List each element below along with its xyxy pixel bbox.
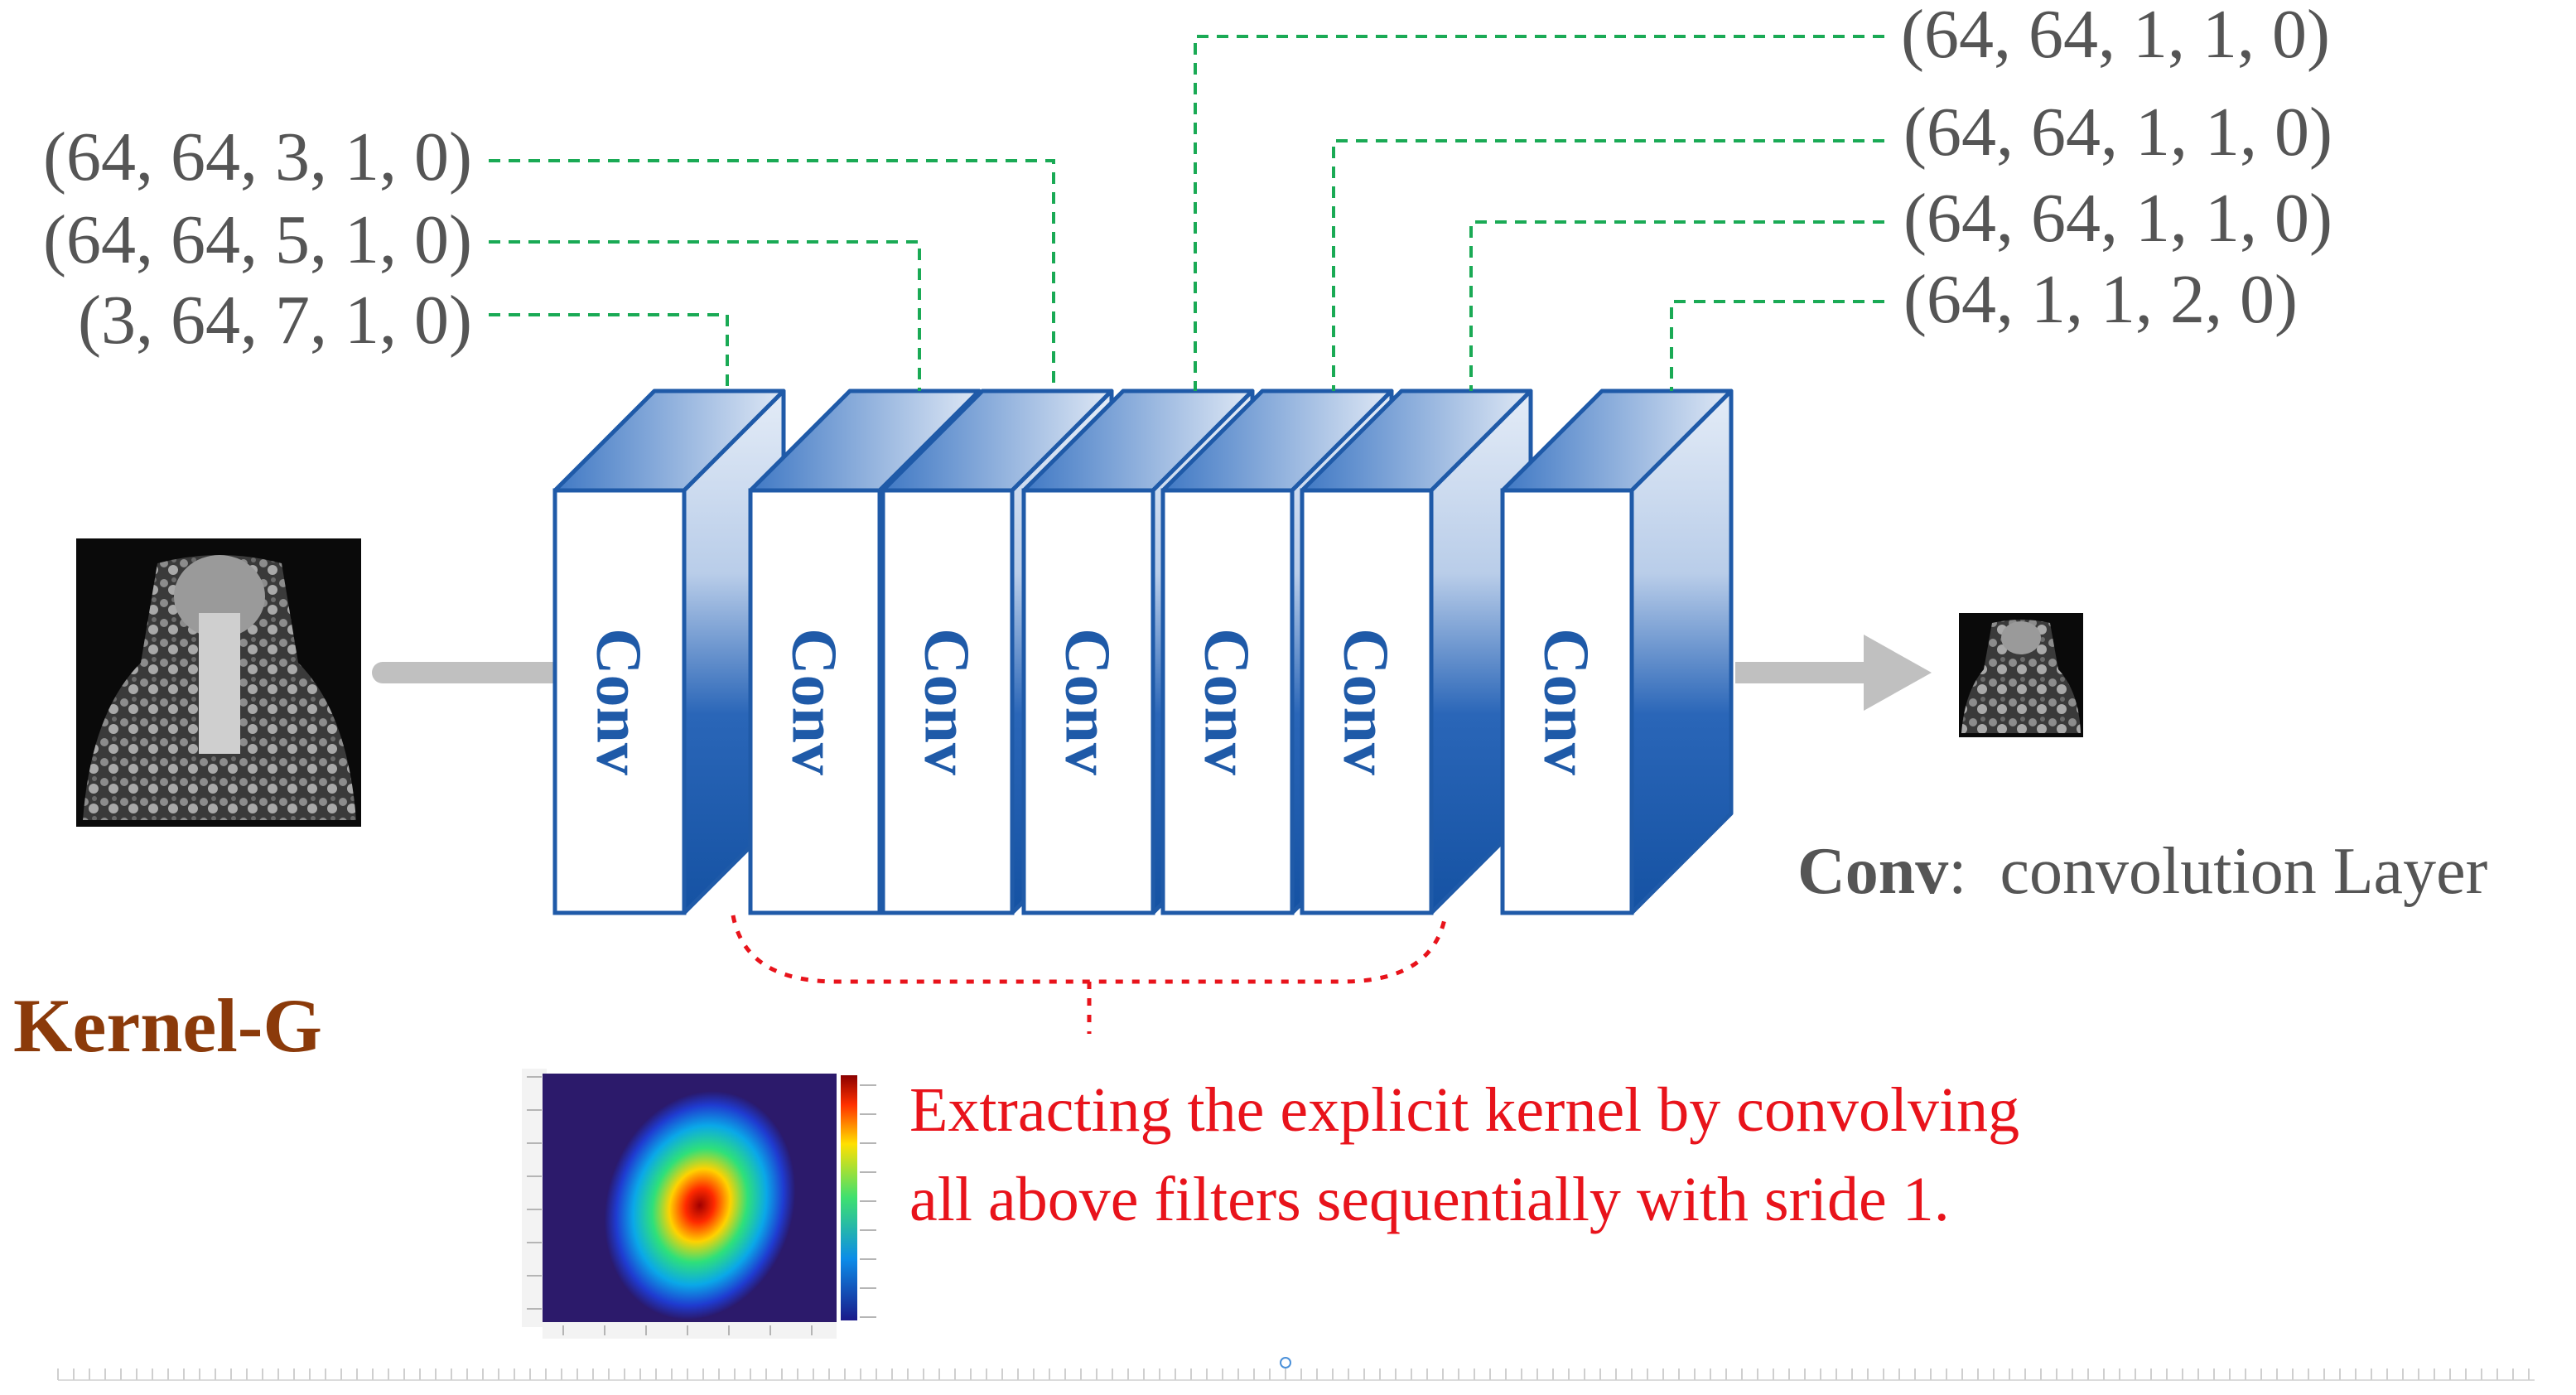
bottom-ruler [57, 1368, 2535, 1381]
filter-connector-2 [489, 240, 921, 391]
conv-block-7: Conv [1500, 389, 1734, 915]
filter-label-right-4: (64, 1, 1, 2, 0) [1903, 261, 2298, 338]
legend-term: Conv [1797, 835, 1949, 908]
caption-line-1: Extracting the explicit kernel by convol… [909, 1075, 2020, 1145]
legend-description: convolution Layer [2000, 835, 2488, 908]
kernel-caption: Extracting the explicit kernel by convol… [909, 1065, 2019, 1244]
conv-block-front [1300, 488, 1434, 915]
conv-block-front [1021, 488, 1155, 915]
filter-label-left-2: (64, 64, 5, 1, 0) [43, 201, 472, 278]
conv-block-front [748, 488, 882, 915]
filter-label-left-3: (3, 64, 7, 1, 0) [78, 282, 472, 359]
conv-block-front [552, 488, 687, 915]
filter-connector-4 [1194, 35, 1884, 391]
caption-line-2: all above filters sequentially with srid… [909, 1165, 1950, 1234]
kernel-title: Kernel-G [13, 983, 322, 1068]
filter-connector-7 [1670, 300, 1884, 391]
filter-connector-3 [489, 313, 729, 391]
conv-block-label: Conv [1532, 628, 1604, 775]
conv-block-front [1500, 488, 1634, 915]
input-image [76, 538, 361, 827]
conv-block-label: Conv [584, 628, 656, 775]
output-image [1959, 613, 2083, 737]
kernel-bracket [731, 915, 1448, 984]
filter-connector-6 [1469, 220, 1884, 391]
filter-label-left-1: (64, 64, 3, 1, 0) [43, 118, 472, 195]
conv-block-label: Conv [779, 628, 851, 775]
filter-connector-5 [1332, 139, 1884, 391]
conv-block-label: Conv [1192, 628, 1264, 775]
filter-label-right-1: (64, 64, 1, 1, 0) [1901, 0, 2330, 73]
filter-label-right-2: (64, 64, 1, 1, 0) [1903, 94, 2332, 171]
kernel-heatmap [522, 1069, 837, 1339]
output-arrowhead [1864, 635, 1932, 711]
conv-block-front [1160, 488, 1295, 915]
legend-separator: : [1948, 835, 1967, 908]
heatmap-colorbar [841, 1075, 876, 1320]
filter-connectors [489, 35, 1884, 391]
conv-block-6: Conv [1300, 389, 1533, 915]
filter-connector-1 [489, 159, 1055, 391]
filter-label-right-3: (64, 64, 1, 1, 0) [1903, 180, 2332, 257]
conv-block-stack: Conv Conv Conv Conv Conv Conv Conv [552, 389, 1734, 915]
conv-block-label: Conv [912, 628, 984, 775]
ruler-marker [1280, 1357, 1291, 1368]
conv-block-front [880, 488, 1015, 915]
conv-block-label: Conv [1331, 628, 1403, 775]
conv-block-label: Conv [1053, 628, 1125, 775]
conv-legend: Conv: convolution Layer [1797, 838, 2487, 905]
